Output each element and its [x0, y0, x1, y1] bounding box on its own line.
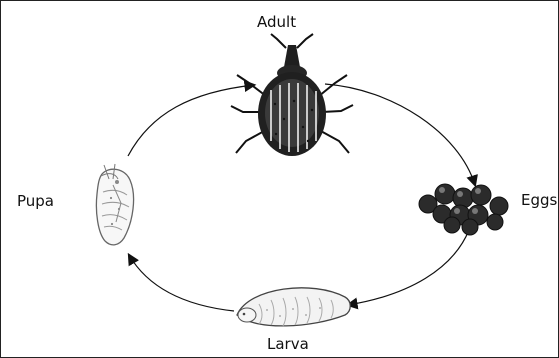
- stage-label-adult: Adult: [257, 15, 296, 30]
- arrow-eggs-to-larva: [348, 230, 469, 305]
- stage-label-eggs: Eggs: [521, 193, 557, 208]
- stage-label-pupa: Pupa: [17, 194, 54, 209]
- pupa-icon: [96, 164, 133, 245]
- arrow-adult-to-eggs: [325, 84, 475, 185]
- arrow-larva-to-pupa: [129, 255, 234, 311]
- weevil-adult-icon: [231, 34, 353, 156]
- egg-cluster-icon: [419, 184, 508, 235]
- arrow-pupa-to-adult: [128, 85, 254, 156]
- stage-label-larva: Larva: [267, 337, 309, 352]
- larva-icon: [237, 288, 350, 326]
